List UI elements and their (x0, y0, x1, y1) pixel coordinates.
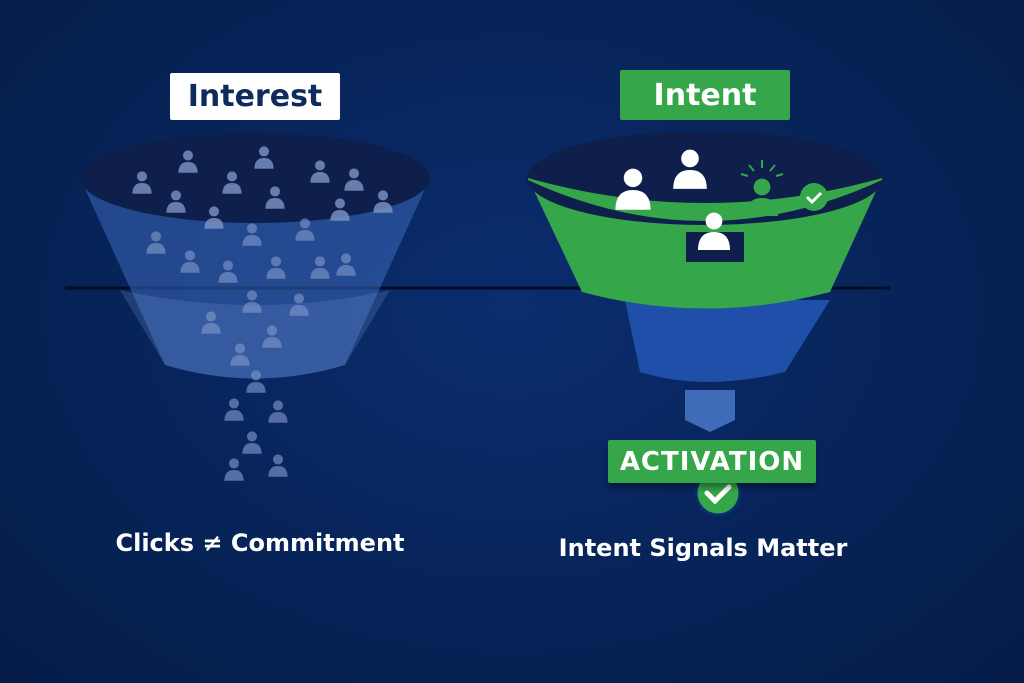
left-funnel (80, 133, 430, 379)
person-icon (373, 190, 393, 213)
person-icon (262, 325, 282, 348)
person-icon (224, 398, 244, 421)
person-icon (336, 253, 356, 276)
check-circle-icon (800, 183, 828, 211)
right-funnel (527, 131, 883, 382)
activation-label: ACTIVATION (608, 440, 816, 483)
person-icon (330, 198, 350, 221)
interest-label: Interest (170, 73, 340, 120)
left-people (132, 146, 393, 481)
green-person-signal-icon (740, 160, 784, 177)
person-icon (268, 400, 288, 423)
person-icon (166, 190, 186, 213)
person-icon (268, 454, 288, 477)
person-icon (266, 256, 286, 279)
person-icon (746, 178, 778, 216)
right-caption: Intent Signals Matter (558, 534, 848, 562)
person-icon (230, 343, 250, 366)
person-icon (242, 290, 262, 313)
person-icon (242, 431, 262, 454)
person-icon (218, 260, 238, 283)
person-icon (289, 293, 309, 316)
person-icon (295, 218, 315, 241)
intent-label: Intent (620, 70, 790, 120)
person-icon (265, 186, 285, 209)
person-icon (242, 223, 262, 246)
person-icon (310, 160, 330, 183)
person-icon (204, 206, 224, 229)
person-icon (224, 458, 244, 481)
person-icon (615, 168, 651, 210)
person-icon (178, 150, 198, 173)
person-icon (201, 311, 221, 334)
person-icon (310, 256, 330, 279)
left-caption: Clicks ≠ Commitment (115, 529, 405, 557)
person-icon (673, 149, 707, 189)
person-icon (146, 231, 166, 254)
person-icon (246, 370, 266, 393)
person-icon (698, 212, 730, 250)
person-icon (344, 168, 364, 191)
person-icon (132, 171, 152, 194)
arrow-down-icon (685, 390, 735, 432)
person-icon (222, 171, 242, 194)
right-people (615, 149, 778, 250)
person-icon (254, 146, 274, 169)
person-icon (180, 250, 200, 273)
